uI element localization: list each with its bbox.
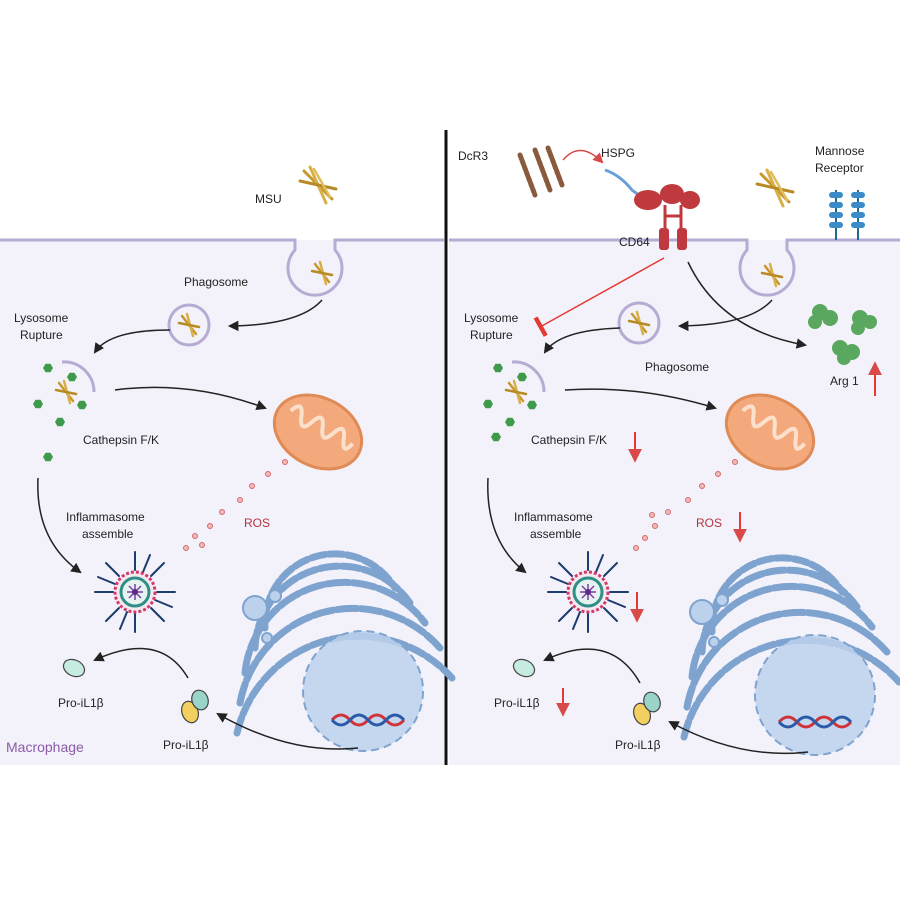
arg1-icon — [808, 304, 877, 365]
processed-il1b-icon — [62, 658, 86, 678]
mannose-label-2: Receptor — [815, 161, 864, 175]
cathepsin-label-right: Cathepsin F/K — [531, 433, 607, 447]
pro-il1b-icon — [180, 689, 209, 724]
ros-dots — [183, 459, 288, 551]
nucleus-icon — [302, 630, 424, 752]
dcr3-to-hspg-arrow — [562, 149, 604, 164]
arg1-label: Arg 1 — [830, 374, 859, 388]
right-membrane — [449, 238, 900, 297]
arrow-to-arg1 — [687, 261, 808, 349]
arrow-to-phagosome-right — [677, 299, 773, 332]
arrow-to-lysosome-right — [543, 327, 621, 354]
arrow-to-inflammasome — [37, 477, 82, 574]
phagosome-label-right: Phagosome — [645, 360, 709, 374]
inflammasome-label-1: Inflammasome — [66, 510, 145, 524]
pro-il1b-top-label-right: Pro-iL1β — [494, 696, 540, 710]
cathepsin-label: Cathepsin F/K — [83, 433, 159, 447]
inflammasome-label-2: assemble — [82, 527, 134, 541]
pro-il1b-top-label: Pro-iL1β — [58, 696, 104, 710]
arrow-to-inflammasome-right — [487, 477, 527, 574]
inflammasome-label-1-right: Inflammasome — [514, 510, 593, 524]
arrow-to-processed-il1b — [93, 647, 189, 679]
lysosome-label-2: Rupture — [20, 328, 63, 342]
lysosome-label-2-right: Rupture — [470, 328, 513, 342]
cd64-icon — [634, 184, 700, 250]
phagosome-label: Phagosome — [184, 275, 248, 289]
ruptured-lysosome-icon-right — [511, 360, 546, 393]
inflammasome-label-2-right: assemble — [530, 527, 582, 541]
inflammasome-icon — [93, 550, 177, 634]
arrow-to-pro-il1b — [216, 712, 359, 750]
lysosome-label-1-right: Lysosome — [464, 311, 519, 325]
arrow-to-pro-il1b-right — [668, 720, 809, 755]
hspg-label: HSPG — [601, 146, 635, 160]
pro-il1b-bottom-label: Pro-iL1β — [163, 738, 209, 752]
ros-dots-right — [633, 459, 738, 551]
ruptured-lysosome-icon — [61, 360, 96, 393]
cd64-label: CD64 — [619, 235, 650, 249]
nucleus-icon-right — [754, 634, 876, 756]
dcr3-label: DcR3 — [458, 149, 488, 163]
msu-crystal-icon-right — [755, 168, 795, 208]
mannose-receptor-icon — [829, 190, 865, 240]
arrow-to-processed-il1b-right — [543, 648, 641, 684]
dcr3-icon — [517, 145, 565, 198]
arrow-to-lysosome — [93, 329, 171, 354]
arrow-to-mitochondria-right — [564, 388, 718, 411]
msu-crystal-icon — [298, 165, 338, 205]
arrow-to-mitochondria — [114, 386, 267, 410]
processed-il1b-icon-right — [512, 658, 536, 678]
msu-label: MSU — [255, 192, 282, 206]
macrophage-label: Macrophage — [6, 739, 84, 755]
ros-label: ROS — [244, 516, 270, 530]
mannose-label-1: Mannose — [815, 144, 865, 158]
left-membrane — [0, 238, 444, 297]
arrow-to-phagosome — [227, 299, 323, 332]
inhibition-arrow-icon — [533, 257, 665, 337]
inflammasome-icon-right — [546, 550, 630, 634]
pro-il1b-bottom-label-right: Pro-iL1β — [615, 738, 661, 752]
lysosome-label-1: Lysosome — [14, 311, 69, 325]
ros-label-right: ROS — [696, 516, 722, 530]
pro-il1b-icon-right — [632, 691, 661, 726]
